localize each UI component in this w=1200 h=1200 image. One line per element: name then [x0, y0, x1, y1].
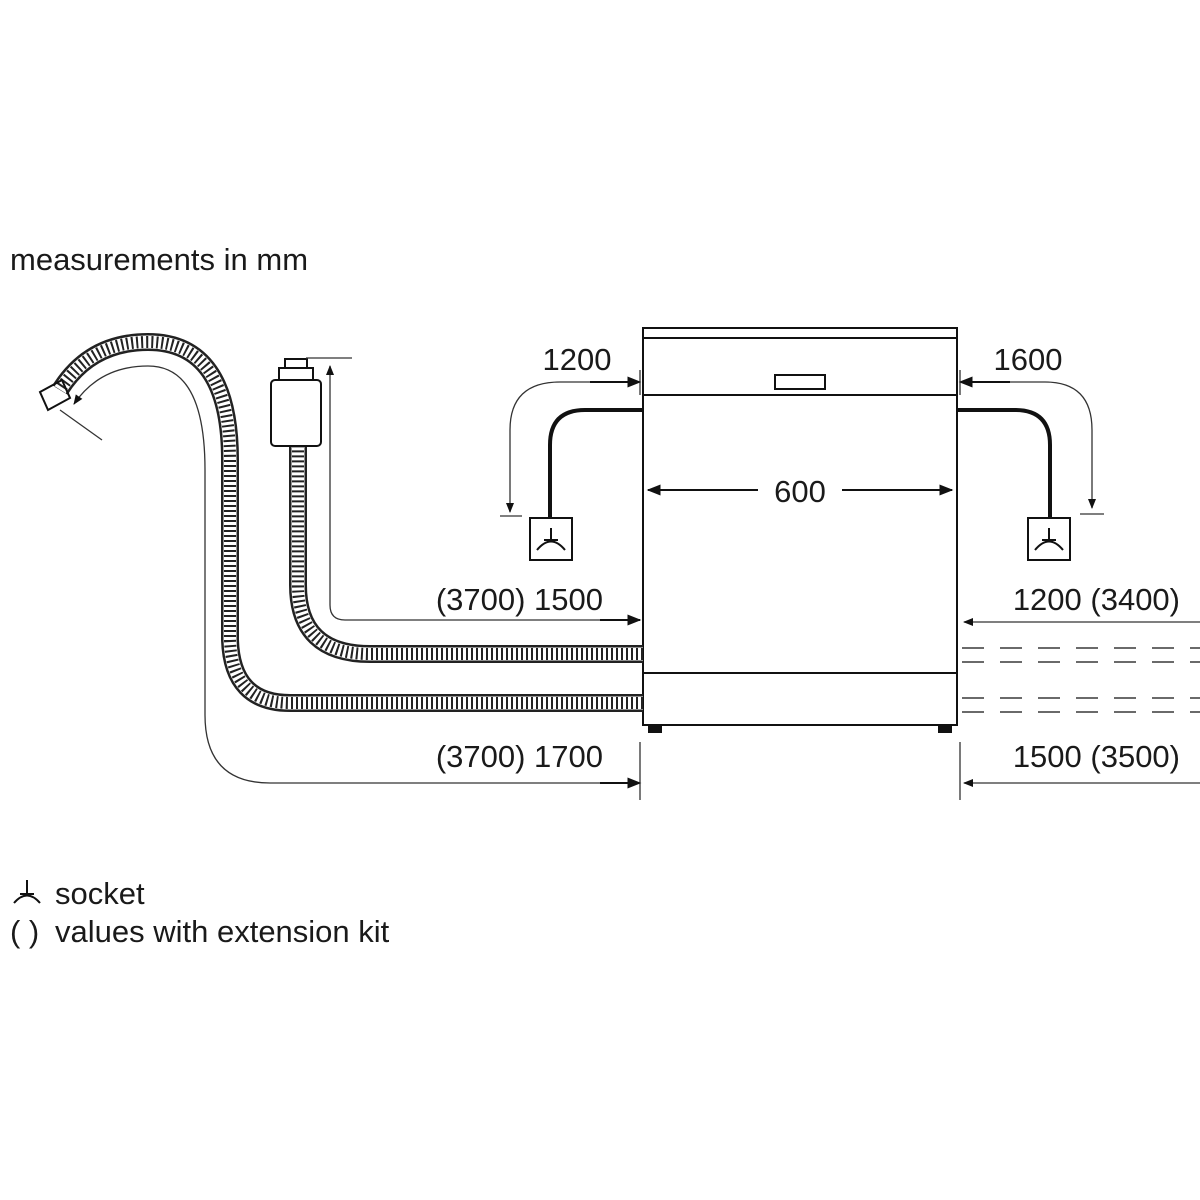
left-power-cable — [529, 408, 643, 561]
right-foot — [938, 725, 952, 733]
units-note: measurements in mm — [10, 242, 308, 277]
right-hose-routing: 1200 (3400) 1500 (3500) — [959, 582, 1200, 800]
drain-hose-end — [38, 378, 72, 412]
control-display — [774, 374, 826, 390]
right-power-cable — [957, 408, 1071, 561]
right-cable-label: 1600 — [994, 342, 1063, 377]
left-drain-label: (3700) 1700 — [436, 739, 603, 774]
valve-connector — [278, 367, 314, 381]
left-inlet-label: (3700) 1500 — [436, 582, 603, 617]
drain-hose — [38, 332, 643, 712]
inlet-dimension: (3700) 1500 — [306, 357, 642, 626]
width-label: 600 — [774, 474, 826, 509]
right-cable-dimension: 1600 — [958, 342, 1104, 515]
inlet-hose — [270, 358, 643, 663]
width-dimension: 600 — [646, 474, 954, 509]
legend-extension: values with extension kit — [55, 914, 390, 949]
aquastop-valve — [270, 379, 322, 447]
left-cable-dimension: 1200 — [500, 342, 642, 517]
left-foot — [648, 725, 662, 733]
legend-socket: socket — [55, 876, 145, 911]
right-inlet-label: 1200 (3400) — [1013, 582, 1180, 617]
drain-dimension: (3700) 1700 — [73, 365, 642, 800]
legend-parentheses: ( ) — [10, 914, 39, 949]
right-socket-box — [1027, 517, 1071, 561]
left-socket-box — [529, 517, 573, 561]
left-cable-label: 1200 — [543, 342, 612, 377]
legend: socket ( ) values with extension kit — [10, 876, 390, 949]
right-drain-label: 1500 (3500) — [1013, 739, 1180, 774]
socket-symbol-icon — [13, 880, 41, 904]
dishwasher — [642, 327, 958, 733]
